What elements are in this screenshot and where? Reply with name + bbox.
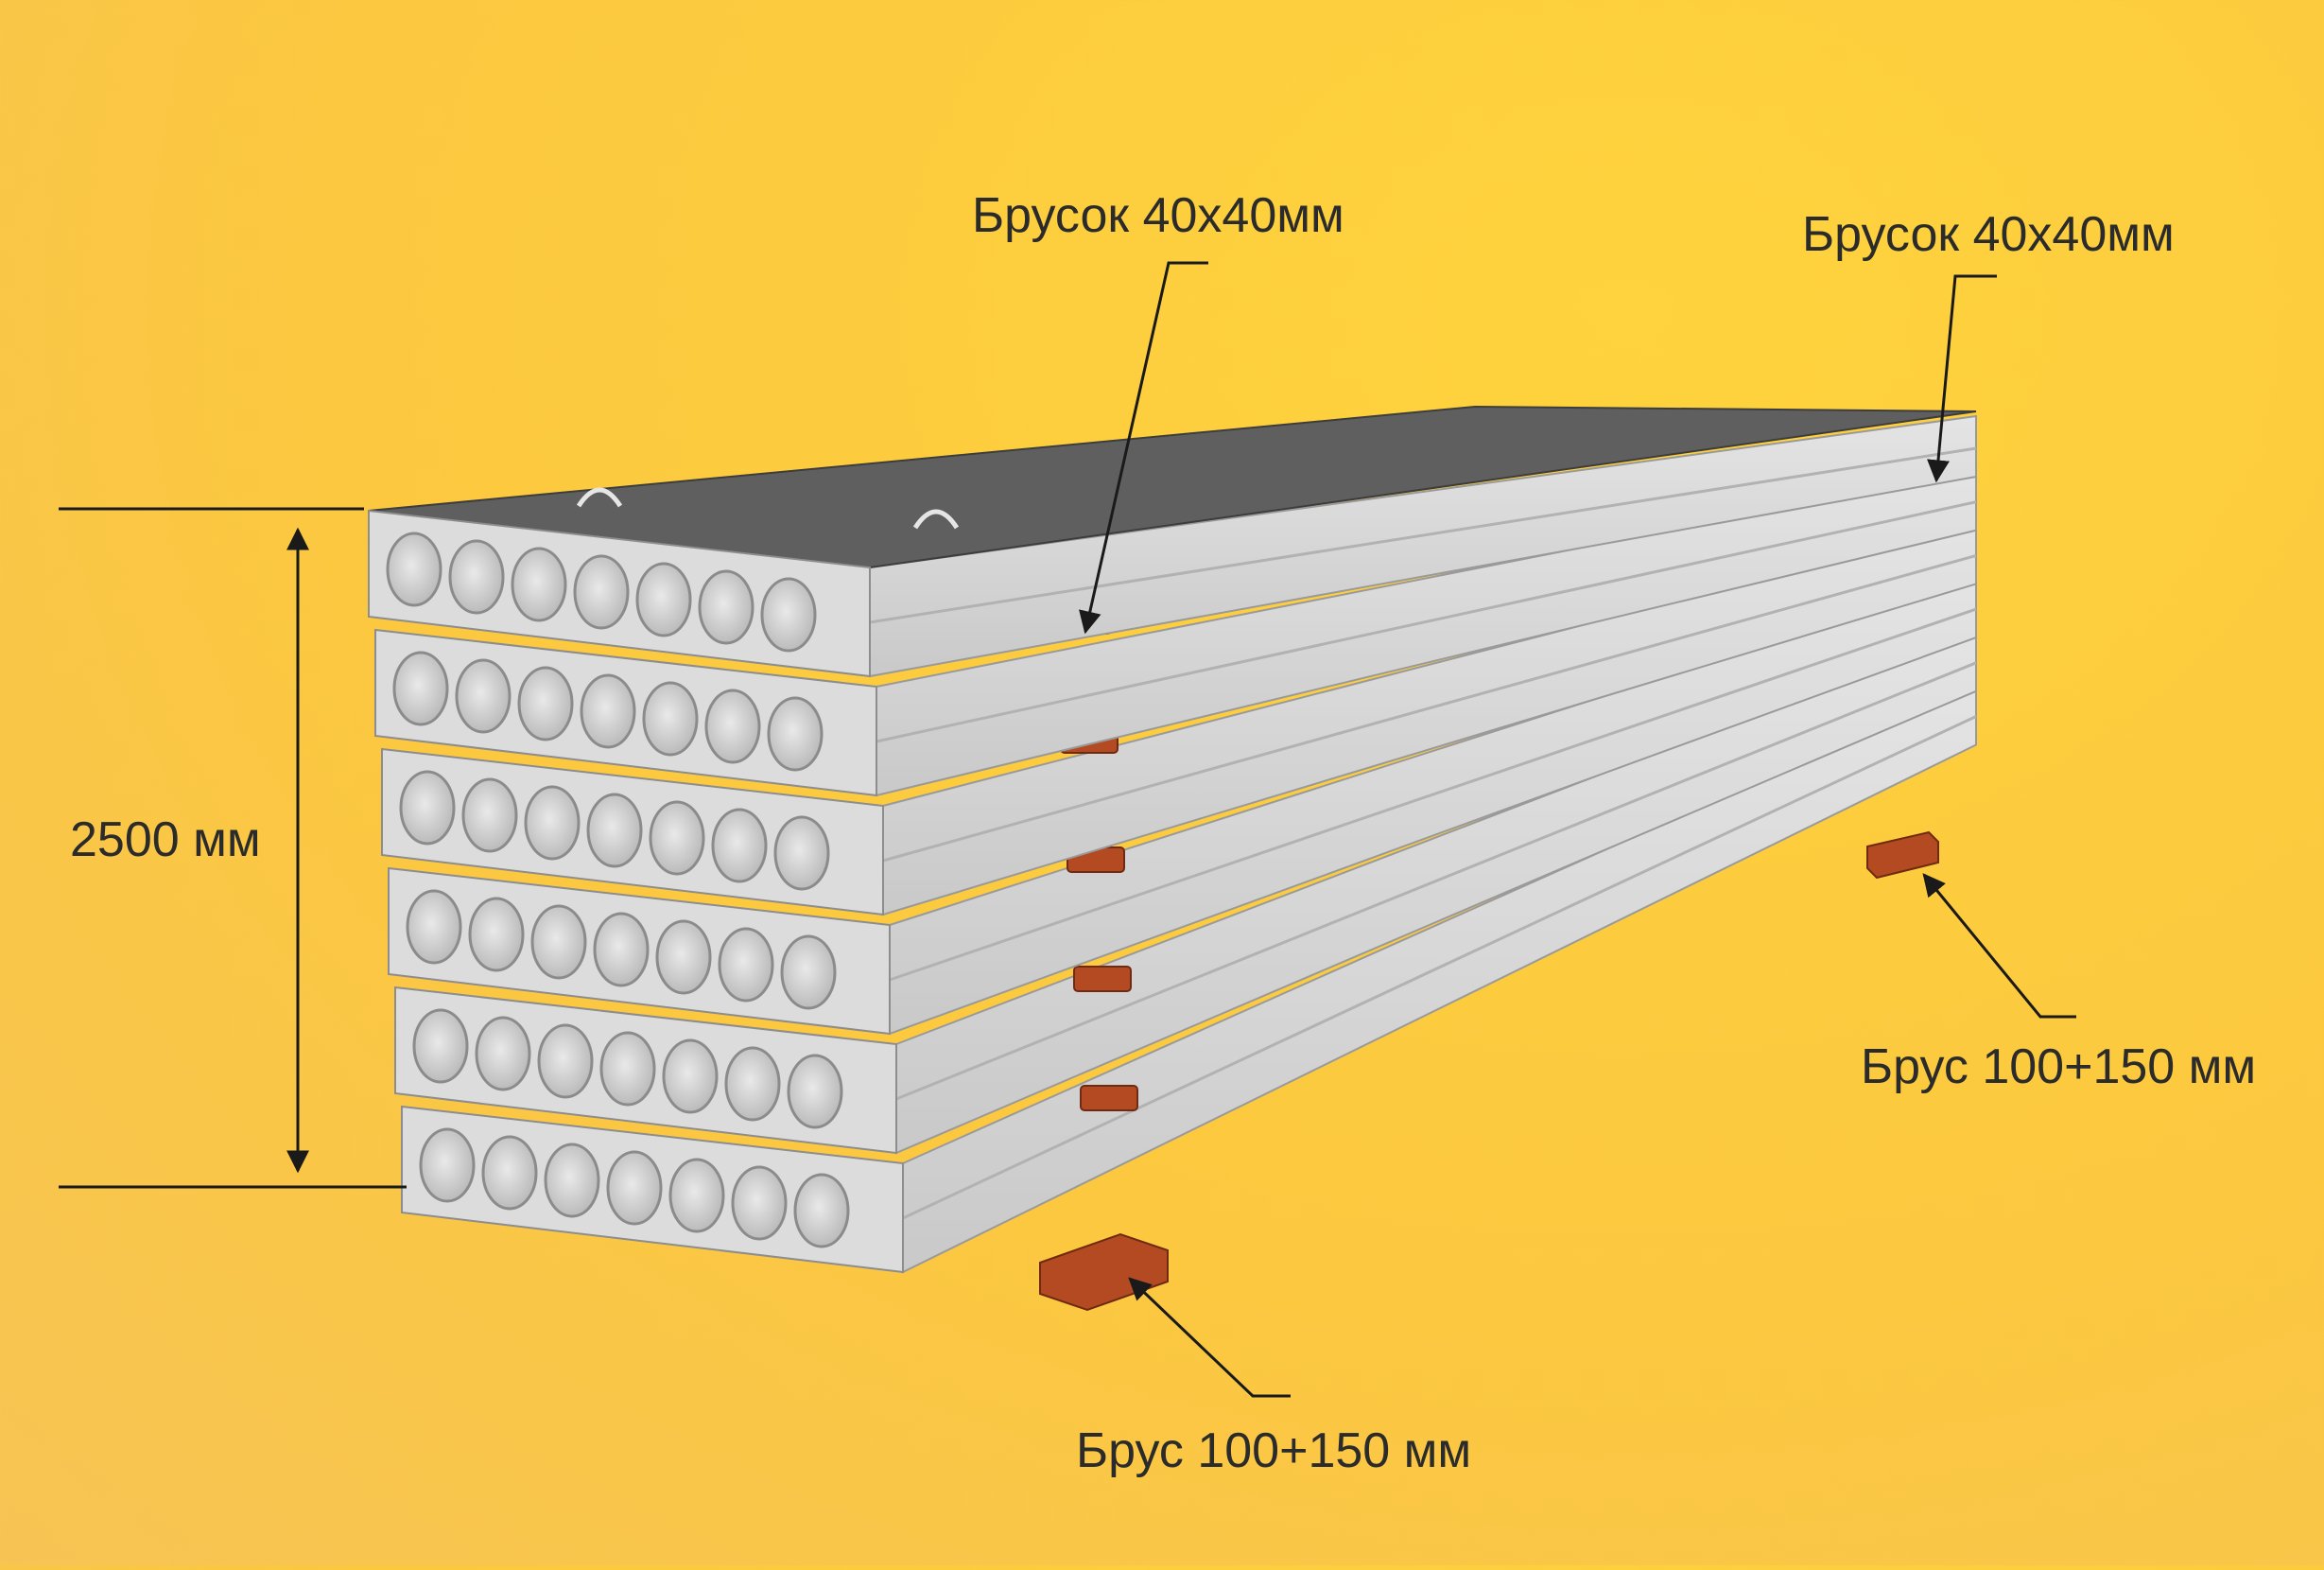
bottom-beam-label-front: Брус 100+150 мм bbox=[1076, 1423, 1472, 1478]
leader-bottom-front bbox=[1128, 1277, 1291, 1398]
bottom-beam-back bbox=[1866, 830, 1939, 880]
core-hole bbox=[537, 1023, 594, 1099]
core-hole bbox=[481, 1135, 538, 1211]
top-spacer-label-right: Брусок 40х40мм bbox=[1802, 207, 2175, 262]
core-hole bbox=[793, 1173, 850, 1248]
bottom-beam-front bbox=[1039, 1232, 1169, 1312]
core-hole bbox=[780, 934, 837, 1010]
spacer-bar bbox=[1073, 966, 1132, 992]
slab-3 bbox=[388, 562, 1977, 1036]
core-hole bbox=[475, 1016, 531, 1091]
lifting-loop bbox=[576, 487, 623, 508]
core-hole bbox=[412, 1008, 469, 1084]
core-hole bbox=[655, 919, 712, 995]
core-hole bbox=[599, 1031, 656, 1107]
top-spacer-label-left: Брусок 40х40мм bbox=[972, 188, 1344, 243]
core-hole bbox=[668, 1158, 725, 1233]
slab-1 bbox=[401, 669, 1977, 1274]
core-hole bbox=[718, 927, 774, 1003]
core-hole bbox=[392, 651, 449, 726]
slab-side-groove bbox=[869, 446, 1977, 624]
lifting-loop bbox=[912, 509, 960, 530]
core-hole bbox=[419, 1127, 476, 1203]
core-hole bbox=[524, 785, 581, 861]
core-hole bbox=[649, 800, 705, 876]
core-hole bbox=[399, 770, 456, 846]
core-hole bbox=[406, 889, 462, 965]
core-hole bbox=[573, 554, 630, 630]
leader-top-right bbox=[1927, 274, 1997, 483]
core-hole bbox=[586, 793, 643, 868]
core-hole bbox=[455, 658, 512, 734]
slab-2 bbox=[394, 615, 1977, 1155]
core-hole bbox=[530, 904, 587, 980]
core-hole bbox=[544, 1143, 600, 1218]
core-hole bbox=[517, 666, 574, 741]
core-hole bbox=[704, 689, 761, 764]
core-hole bbox=[386, 532, 442, 607]
core-hole bbox=[760, 577, 817, 653]
leader-top-left bbox=[1079, 261, 1208, 635]
core-hole bbox=[698, 569, 754, 645]
core-hole bbox=[511, 547, 567, 622]
slab-4 bbox=[381, 508, 1977, 916]
core-hole bbox=[468, 897, 525, 972]
slab-5 bbox=[374, 454, 1977, 797]
core-hole bbox=[461, 777, 518, 853]
core-hole bbox=[662, 1038, 719, 1114]
core-hole bbox=[731, 1165, 788, 1241]
slab-6 bbox=[368, 405, 1977, 678]
slab-side-groove bbox=[882, 553, 1977, 863]
core-hole bbox=[580, 673, 636, 749]
bottom-beam-label-right: Брус 100+150 мм bbox=[1861, 1039, 2257, 1094]
core-hole bbox=[773, 815, 830, 891]
core-hole bbox=[635, 562, 692, 637]
core-hole bbox=[767, 696, 824, 772]
slab-side-groove bbox=[895, 661, 1977, 1101]
core-hole bbox=[448, 539, 505, 615]
slab-side-groove bbox=[902, 715, 1977, 1220]
slab-stack bbox=[368, 405, 1977, 1312]
slab-side-groove bbox=[876, 500, 1977, 743]
slab-side-groove bbox=[889, 607, 1977, 982]
annotation-lines bbox=[59, 261, 2076, 1398]
core-hole bbox=[724, 1046, 781, 1122]
height-dimension-label: 2500 мм bbox=[70, 812, 261, 867]
core-hole bbox=[787, 1054, 843, 1129]
core-hole bbox=[642, 681, 699, 757]
core-hole bbox=[711, 808, 768, 883]
spacer-bar bbox=[1080, 1085, 1138, 1111]
core-hole bbox=[606, 1150, 663, 1226]
core-hole bbox=[593, 912, 650, 987]
leader-bottom-right bbox=[1922, 873, 2076, 1019]
